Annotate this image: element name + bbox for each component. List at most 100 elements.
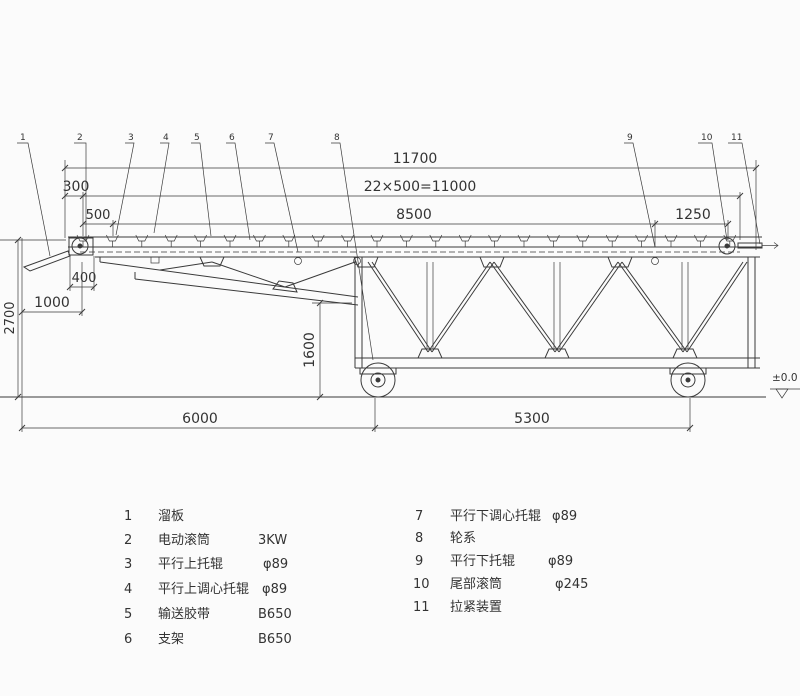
- parts-legend: 1 溜板 2 电动滚筒 3KW 3 平行上托辊 φ89 4 平行上调心托辊 φ8…: [124, 509, 588, 647]
- lower-idler: [294, 257, 302, 265]
- callout-9: 9: [627, 133, 633, 143]
- upper-idler: [517, 234, 531, 247]
- legend-number: 9: [415, 554, 423, 569]
- gusset-plate: [199, 256, 225, 267]
- dimension-tick: [14, 236, 22, 244]
- legend-part-name: 平行下调心托辊: [450, 509, 541, 524]
- idler-roller: [694, 234, 707, 242]
- legend-row: 4 平行上调心托辊 φ89: [124, 582, 287, 597]
- leader-3: [115, 142, 135, 236]
- dimension-tick: [79, 220, 87, 228]
- callout-8: 8: [334, 133, 340, 143]
- dim-idler-pitch: 22×500=11000: [364, 179, 477, 195]
- tail-pulley-axle: [724, 243, 730, 249]
- leader-9: [624, 142, 656, 248]
- wheel-bracket: [669, 367, 707, 375]
- lower-idler: [150, 256, 160, 264]
- dimension-tick: [724, 220, 732, 228]
- dimension-tick: [61, 192, 69, 200]
- upper-idler: [370, 234, 384, 247]
- truss-diagonal: [554, 261, 619, 353]
- leader-lines: [17, 142, 761, 361]
- legend-row: 9 平行下托辊 φ89: [415, 554, 573, 569]
- legend-spec: B650: [258, 607, 292, 622]
- gusset-plate: [607, 256, 633, 268]
- inclined-support: [99, 256, 359, 306]
- upper-idler: [458, 234, 472, 247]
- idler-roller: [547, 234, 560, 242]
- idler-roller: [164, 234, 178, 242]
- wheel-tyre: [360, 362, 396, 398]
- callouts: 1 2 3 4 5 6 7 8 9 10 11: [17, 133, 761, 361]
- leader-11: [728, 142, 761, 245]
- tail-pulley: [718, 237, 736, 255]
- legend-spec: φ245: [555, 577, 588, 592]
- leader-1: [17, 142, 51, 257]
- legend-part-name: 平行上托辊: [158, 557, 223, 572]
- inclined-diagonal: [211, 261, 286, 288]
- legend-part-name: 电动滚筒: [158, 532, 210, 548]
- upper-idler: [253, 234, 266, 247]
- legend-part-name: 尾部滚筒: [450, 576, 502, 592]
- dim-drum-offset: 400: [72, 271, 97, 286]
- dimension-tick: [79, 192, 87, 200]
- take-up-device: [737, 242, 779, 249]
- idler-roller: [635, 234, 648, 242]
- idler-roller: [458, 234, 472, 242]
- upper-idler: [576, 234, 590, 247]
- upper-idler: [488, 234, 501, 247]
- tail-pulley-shell: [718, 237, 736, 255]
- idler-roller: [400, 234, 413, 242]
- legend-row: 5 输送胶带 B650: [124, 606, 292, 622]
- dimension-tick: [61, 164, 69, 172]
- legend-spec: φ89: [263, 557, 288, 572]
- dimension-tick: [371, 424, 379, 432]
- idler-roller: [106, 234, 119, 242]
- legend-number: 7: [415, 509, 423, 524]
- dim-front-length: 6000: [182, 411, 218, 427]
- legend-row: 8 轮系: [415, 531, 476, 546]
- front-wheel: [359, 362, 397, 398]
- dimension-tick: [651, 220, 659, 228]
- idler-roller: [664, 234, 678, 242]
- callout-11: 11: [731, 133, 742, 143]
- truss-diagonal: [489, 261, 556, 353]
- legend-row: 2 电动滚筒 3KW: [124, 532, 287, 548]
- legend-part-name: 支架: [158, 632, 184, 647]
- truss-diagonal: [493, 261, 560, 353]
- idler-roller: [253, 234, 266, 242]
- idler-roller: [282, 234, 296, 242]
- electric-drum: [68, 237, 94, 256]
- leader-5: [191, 142, 212, 237]
- dim-first-pitch: 500: [86, 208, 111, 223]
- upper-idler: [106, 234, 119, 247]
- upper-idler: [694, 234, 707, 247]
- legend-number: 10: [413, 577, 430, 592]
- dim-overall-height: 2700: [3, 301, 18, 334]
- truss-diagonal: [686, 261, 748, 353]
- dimension-lines: [0, 160, 760, 432]
- legend-row: 11 拉紧装置: [413, 600, 502, 615]
- idler-roller: [194, 234, 207, 242]
- wheel-axle: [685, 377, 691, 383]
- legend-number: 3: [124, 557, 132, 572]
- leader-10: [698, 142, 728, 241]
- legend-spec: B650: [258, 632, 292, 647]
- legend-row: 1 溜板: [124, 509, 184, 524]
- inclined-lower-member: [134, 278, 359, 306]
- legend-part-name: 拉紧装置: [450, 600, 502, 615]
- callout-6: 6: [229, 133, 235, 143]
- dim-wheelbase: 5300: [514, 411, 550, 427]
- dim-head-offset: 300: [63, 179, 90, 195]
- conveyor: [22, 234, 779, 398]
- leader-2: [74, 142, 87, 240]
- dim-middle-span: 8500: [396, 207, 432, 223]
- truss-diagonal: [682, 261, 744, 353]
- inclined-upper-member: [99, 261, 359, 298]
- dimension-tick: [736, 192, 744, 200]
- dim-total-length: 11700: [393, 151, 438, 167]
- dimension-tick: [18, 424, 26, 432]
- upper-idler: [164, 234, 178, 247]
- upper-idler: [282, 234, 296, 247]
